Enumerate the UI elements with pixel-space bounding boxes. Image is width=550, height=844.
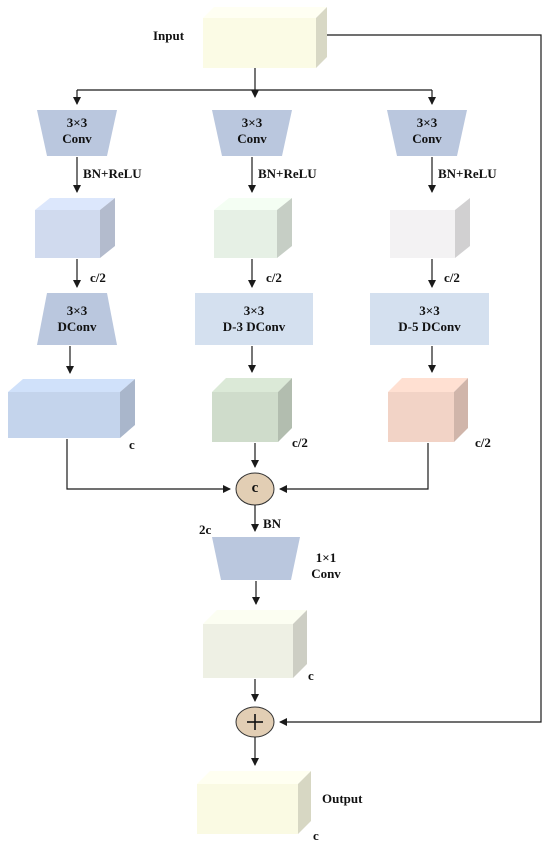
- conv-left-trapezoid: [37, 110, 117, 156]
- left-cube-to-concat-arrow: [66, 439, 231, 493]
- d5-dconv-name: D-5 DConv: [398, 319, 461, 334]
- middle-channel-label: c/2: [266, 270, 282, 285]
- input-label: Input: [153, 28, 185, 43]
- left-output-channel-label: c: [129, 437, 135, 452]
- middle-conv-size: 3×3: [241, 115, 263, 130]
- right-conv-label: 3×3 Conv: [387, 115, 467, 147]
- green-output-cube: [212, 378, 292, 442]
- middle-conv-label: 3×3 Conv: [212, 115, 292, 147]
- green-feature-cube-light: [214, 198, 292, 258]
- input-block: [203, 7, 327, 68]
- right-conv-name: Conv: [412, 131, 442, 146]
- connectors: [66, 34, 542, 766]
- left-conv-size: 3×3: [66, 115, 88, 130]
- output-channel-label: c: [313, 828, 319, 843]
- blue-output-cube: [8, 379, 135, 438]
- d3-dconv-label: 3×3 D-3 DConv: [195, 303, 313, 335]
- output-label: Output: [322, 791, 363, 806]
- d5-dconv-block: [370, 293, 489, 345]
- dconv-size: 3×3: [66, 303, 88, 318]
- add-symbol-cross: [247, 714, 263, 730]
- conv-middle-trapezoid: [212, 110, 292, 156]
- d3-dconv-name: D-3 DConv: [222, 319, 286, 334]
- d3-dconv-size: 3×3: [243, 303, 265, 318]
- middle-conv-name: Conv: [237, 131, 267, 146]
- concat-channel-label: 2c: [199, 522, 212, 537]
- dconv-trapezoid: [37, 293, 117, 345]
- gray-feature-cube: [390, 198, 470, 258]
- middle-bn-relu-label: BN+ReLU: [258, 166, 317, 181]
- fusion-feature-cube: [203, 610, 307, 678]
- d3-dconv-block: [195, 293, 313, 345]
- right-output-channel-label: c/2: [475, 435, 491, 450]
- concat-symbol: c: [251, 480, 259, 496]
- right-channel-label: c/2: [444, 270, 460, 285]
- fusion-channel-label: c: [308, 668, 314, 683]
- left-channel-label: c/2: [90, 270, 106, 285]
- left-bn-relu-label: BN+ReLU: [83, 166, 142, 181]
- right-cube-to-concat-arrow: [279, 443, 429, 493]
- output-block: [197, 771, 311, 834]
- bn-label: BN: [263, 516, 282, 531]
- left-conv-name: Conv: [62, 131, 92, 146]
- left-conv-label: 3×3 Conv: [37, 115, 117, 147]
- dconv-label: 3×3 DConv: [37, 303, 117, 335]
- right-conv-size: 3×3: [416, 115, 438, 130]
- residual-skip-arrow: [279, 34, 542, 726]
- conv-1x1-size: 1×1: [315, 550, 337, 565]
- conv-1x1-label: 1×1 Conv: [306, 550, 346, 582]
- conv-right-trapezoid: [387, 110, 467, 156]
- d5-dconv-label: 3×3 D-5 DConv: [370, 303, 489, 335]
- conv-1x1-trapezoid: [212, 537, 300, 580]
- d5-dconv-size: 3×3: [419, 303, 440, 318]
- blue-feature-cube: [35, 198, 115, 258]
- right-bn-relu-label: BN+ReLU: [438, 166, 497, 181]
- middle-output-channel-label: c/2: [292, 435, 308, 450]
- dconv-name: DConv: [57, 319, 97, 334]
- conv-1x1-name: Conv: [311, 566, 341, 581]
- pink-output-cube: [388, 378, 468, 442]
